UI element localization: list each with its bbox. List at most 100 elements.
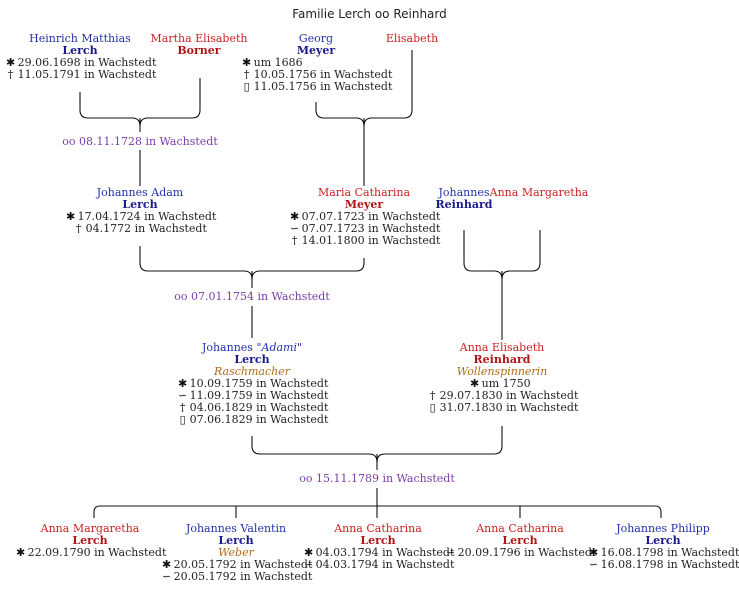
given-name: Maria Catharina [317, 186, 411, 199]
given-name: Heinrich Matthias [29, 32, 131, 45]
surname: Lerch [218, 534, 254, 547]
given-name: Johannes [438, 186, 490, 199]
burial-event: ▯11.05.1756 in Wachstedt [243, 80, 393, 93]
given-name: Georg [298, 32, 334, 45]
baptism-event: ∽20.09.1796 in Wachstedt [446, 546, 597, 559]
surname: Lerch [360, 534, 396, 547]
baptism-event: ∽11.09.1759 in Wachstedt [178, 389, 329, 402]
person-anna-elisabeth-reinhard[interactable]: Anna Elisabeth Reinhard Wollenspinnerin … [426, 342, 579, 414]
birth-icon: ✱ [290, 210, 300, 223]
death-event: †29.07.1830 in Wachstedt [426, 390, 579, 402]
baptism-icon: ∽ [290, 222, 300, 235]
birth-event: ✱10.09.1759 in Wachstedt [178, 377, 329, 390]
person-georg-meyer[interactable]: Georg Meyer ✱um 1686 †10.05.1756 in Wach… [240, 32, 393, 93]
person-maria-catharina-meyer[interactable]: Maria Catharina Meyer ✱07.07.1723 in Wac… [288, 186, 441, 247]
surname: Borner [177, 44, 221, 57]
death-event: †10.05.1756 in Wachstedt [240, 69, 393, 81]
birth-icon: ✱ [242, 56, 252, 69]
birth-event: ✱07.07.1723 in Wachstedt [290, 210, 441, 223]
burial-event: ▯31.07.1830 in Wachstedt [429, 401, 579, 414]
birth-event: ✱20.05.1792 in Wachstedt [162, 558, 313, 571]
given-name: Anna Catharina [334, 522, 422, 535]
burial-icon: ▯ [429, 401, 436, 414]
tree-title: Familie Lerch oo Reinhard [292, 7, 447, 21]
given-name: Anna Catharina [476, 522, 564, 535]
given-name: Johannes Adam [96, 186, 184, 199]
person-johannes-reinhard[interactable]: Johannes Reinhard [436, 187, 493, 211]
nickname: "Adami" [256, 341, 303, 354]
surname: Lerch [72, 534, 108, 547]
baptism-event: ∽07.07.1723 in Wachstedt [290, 222, 441, 235]
birth-icon: ✱ [16, 546, 26, 559]
given-name: Anna Margaretha [489, 186, 589, 199]
surname: Lerch [234, 353, 270, 366]
person-anna-margaretha[interactable]: Anna Margaretha [490, 187, 589, 199]
person-martha-elisabeth-borner[interactable]: Martha Elisabeth Borner [151, 33, 248, 57]
given-name: Elisabeth [385, 32, 439, 45]
death-event: †04.1772 in Wachstedt [64, 223, 217, 235]
given-name: Anna Margaretha [40, 522, 140, 535]
death-icon: † [179, 401, 186, 414]
birth-event: ✱17.04.1724 in Wachstedt [66, 210, 217, 223]
death-icon: † [7, 68, 14, 81]
given-name: Martha Elisabeth [150, 32, 248, 45]
person-johannes-adam-lerch[interactable]: Johannes Adam Lerch ✱17.04.1724 in Wachs… [64, 186, 217, 235]
baptism-icon: ∽ [304, 558, 314, 571]
surname: Reinhard [435, 198, 493, 211]
birth-event: ✱um 1750 [470, 377, 531, 390]
surname: Lerch [502, 534, 538, 547]
surname: Lerch [645, 534, 681, 547]
birth-icon: ✱ [304, 546, 314, 559]
birth-event: ✱29.06.1698 in Wachstedt [6, 56, 157, 69]
marriage-label-lerch-borner: oo 08.11.1728 in Wachstedt [62, 135, 218, 148]
surname: Meyer [344, 198, 384, 211]
birth-icon: ✱ [470, 377, 480, 390]
death-icon: † [291, 234, 298, 247]
baptism-icon: ∽ [446, 546, 456, 559]
person-heinrich-matthias-lerch[interactable]: Heinrich Matthias Lerch ✱29.06.1698 in W… [4, 32, 157, 81]
baptism-icon: ∽ [589, 558, 599, 571]
person-child-anna-catharina-lerch-2[interactable]: Anna Catharina Lerch ∽20.09.1796 in Wach… [444, 522, 597, 559]
death-icon: † [243, 68, 250, 81]
surname: Lerch [62, 44, 98, 57]
person-child-johannes-philipp-lerch[interactable]: Johannes Philipp Lerch ✱16.08.1798 in Wa… [587, 523, 739, 571]
birth-icon: ✱ [178, 377, 188, 390]
death-icon: † [75, 222, 82, 235]
person-johannes-adami-lerch[interactable]: Johannes "Adami" Lerch Raschmacher ✱10.0… [176, 341, 329, 426]
burial-icon: ▯ [243, 80, 250, 93]
person-child-anna-margaretha-lerch[interactable]: Anna Margaretha Lerch ✱22.09.1790 in Wac… [14, 522, 167, 559]
birth-icon: ✱ [6, 56, 16, 69]
given-name: Anna Elisabeth [459, 341, 545, 354]
surname: Lerch [122, 198, 158, 211]
birth-icon: ✱ [589, 546, 599, 559]
surname: Reinhard [473, 353, 531, 366]
baptism-icon: ∽ [178, 389, 188, 402]
occupation: Raschmacher [214, 365, 290, 378]
occupation: Wollenspinnerin [456, 365, 548, 378]
birth-icon: ✱ [66, 210, 76, 223]
death-icon: † [429, 389, 436, 402]
baptism-event: ∽16.08.1798 in Wachstedt [589, 558, 739, 571]
birth-event: ✱um 1686 [242, 56, 303, 69]
person-child-anna-catharina-lerch-1[interactable]: Anna Catharina Lerch ✱04.03.1794 in Wach… [302, 522, 455, 571]
marriage-label-lerch-reinhard: oo 15.11.1789 in Wachstedt [299, 472, 455, 485]
birth-event: ✱16.08.1798 in Wachstedt [589, 546, 739, 559]
given-name: Johannes Valentin [185, 522, 287, 535]
baptism-icon: ∽ [162, 570, 172, 583]
person-elisabeth[interactable]: Elisabeth [386, 33, 438, 45]
occupation: Weber [218, 546, 254, 559]
death-event: †14.01.1800 in Wachstedt [288, 235, 441, 247]
baptism-event: ∽20.05.1792 in Wachstedt [162, 570, 313, 583]
marriage-label-lerch-meyer: oo 07.01.1754 in Wachstedt [174, 290, 330, 303]
burial-icon: ▯ [179, 413, 186, 426]
burial-event: ▯07.06.1829 in Wachstedt [179, 413, 329, 426]
death-event: †11.05.1791 in Wachstedt [4, 69, 157, 81]
given-name: Johannes Philipp [616, 522, 710, 535]
birth-event: ✱22.09.1790 in Wachstedt [16, 546, 167, 559]
surname: Meyer [296, 44, 336, 57]
person-child-johannes-valentin-lerch[interactable]: Johannes Valentin Lerch Weber ✱20.05.179… [160, 522, 313, 583]
baptism-event: ∽04.03.1794 in Wachstedt [304, 558, 455, 571]
birth-icon: ✱ [162, 558, 172, 571]
